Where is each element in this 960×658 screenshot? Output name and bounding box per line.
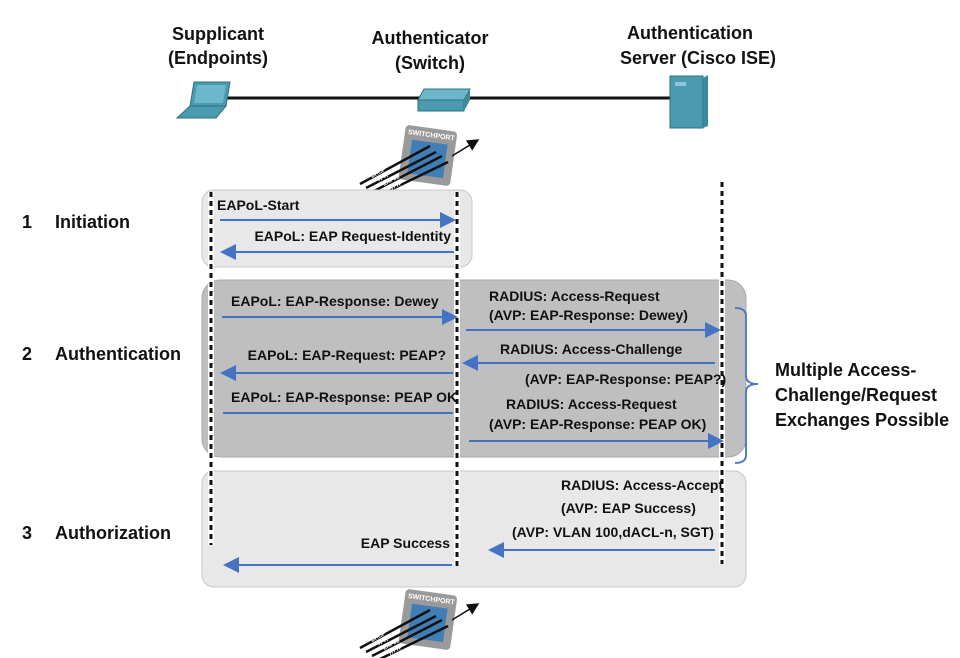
- switchport-icon: SWITCHPORT DHCP TFTP EAPoL HTTP: [359, 125, 480, 198]
- svg-text:Authorization: Authorization: [55, 523, 171, 543]
- phase-1-label: 1 Initiation: [22, 212, 130, 232]
- msg-eapol-request-peap: EAPoL: EAP-Request: PEAP?: [248, 347, 446, 363]
- brace: [734, 307, 759, 464]
- svg-text:Supplicant: Supplicant: [172, 24, 264, 44]
- msg-radius-avp-dewey: (AVP: EAP-Response: Dewey): [489, 307, 688, 323]
- svg-text:Authentication: Authentication: [55, 344, 181, 364]
- msg-radius-access-request-2: RADIUS: Access-Request: [506, 396, 677, 412]
- svg-text:Authentication: Authentication: [627, 23, 753, 43]
- svg-text:Authenticator: Authenticator: [372, 28, 489, 48]
- msg-radius-access-accept: RADIUS: Access-Accept: [561, 477, 723, 493]
- svg-text:(Switch): (Switch): [395, 53, 465, 73]
- svg-text:1: 1: [22, 212, 32, 232]
- phase-box-authorization: [201, 470, 747, 588]
- protocol-label-tftp: TFTP: [376, 636, 391, 648]
- phase-box-initiation: [201, 189, 473, 268]
- svg-text:Exchanges Possible: Exchanges Possible: [775, 410, 949, 430]
- svg-text:Challenge/Request: Challenge/Request: [775, 385, 937, 405]
- authenticator-title: Authenticator (Switch): [372, 28, 489, 73]
- svg-text:(Endpoints): (Endpoints): [168, 48, 268, 68]
- msg-eapol-response-dewey: EAPoL: EAP-Response: Dewey: [231, 293, 439, 309]
- supplicant-title: Supplicant (Endpoints): [168, 24, 268, 68]
- switchport-icon: SWITCHPORT DHCP TFTP EAPoL HTTP: [359, 589, 480, 658]
- phase-2-label: 2 Authentication: [22, 344, 181, 364]
- svg-text:2: 2: [22, 344, 32, 364]
- msg-radius-avp-peap-ok: (AVP: EAP-Response: PEAP OK): [489, 416, 706, 432]
- svg-text:3: 3: [22, 523, 32, 543]
- msg-eapol-response-peap-ok: EAPoL: EAP-Response: PEAP OK: [231, 389, 457, 405]
- server-icon: [669, 75, 708, 129]
- svg-text:Initiation: Initiation: [55, 212, 130, 232]
- server-title: Authentication Server (Cisco ISE): [620, 23, 776, 68]
- laptop-icon: [175, 81, 231, 119]
- switch-icon: [417, 88, 471, 112]
- msg-radius-avp-success: (AVP: EAP Success): [561, 500, 696, 516]
- msg-eapol-request-identity: EAPoL: EAP Request-Identity: [254, 228, 451, 244]
- svg-text:Multiple Access-: Multiple Access-: [775, 360, 916, 380]
- msg-radius-access-challenge: RADIUS: Access-Challenge: [500, 341, 683, 357]
- svg-text:Server (Cisco ISE): Server (Cisco ISE): [620, 48, 776, 68]
- phase-3-label: 3 Authorization: [22, 523, 171, 543]
- msg-radius-avp-vlan: (AVP: VLAN 100,dACL-n, SGT): [512, 524, 714, 540]
- msg-eapol-start: EAPoL-Start: [217, 197, 300, 213]
- msg-radius-avp-peap: (AVP: EAP-Response: PEAP?): [525, 371, 726, 387]
- multiple-exchanges-note: Multiple Access- Challenge/Request Excha…: [775, 360, 949, 430]
- msg-eap-success: EAP Success: [361, 535, 450, 551]
- protocol-label-tftp: TFTP: [376, 172, 391, 184]
- msg-radius-access-request-1: RADIUS: Access-Request: [489, 288, 660, 304]
